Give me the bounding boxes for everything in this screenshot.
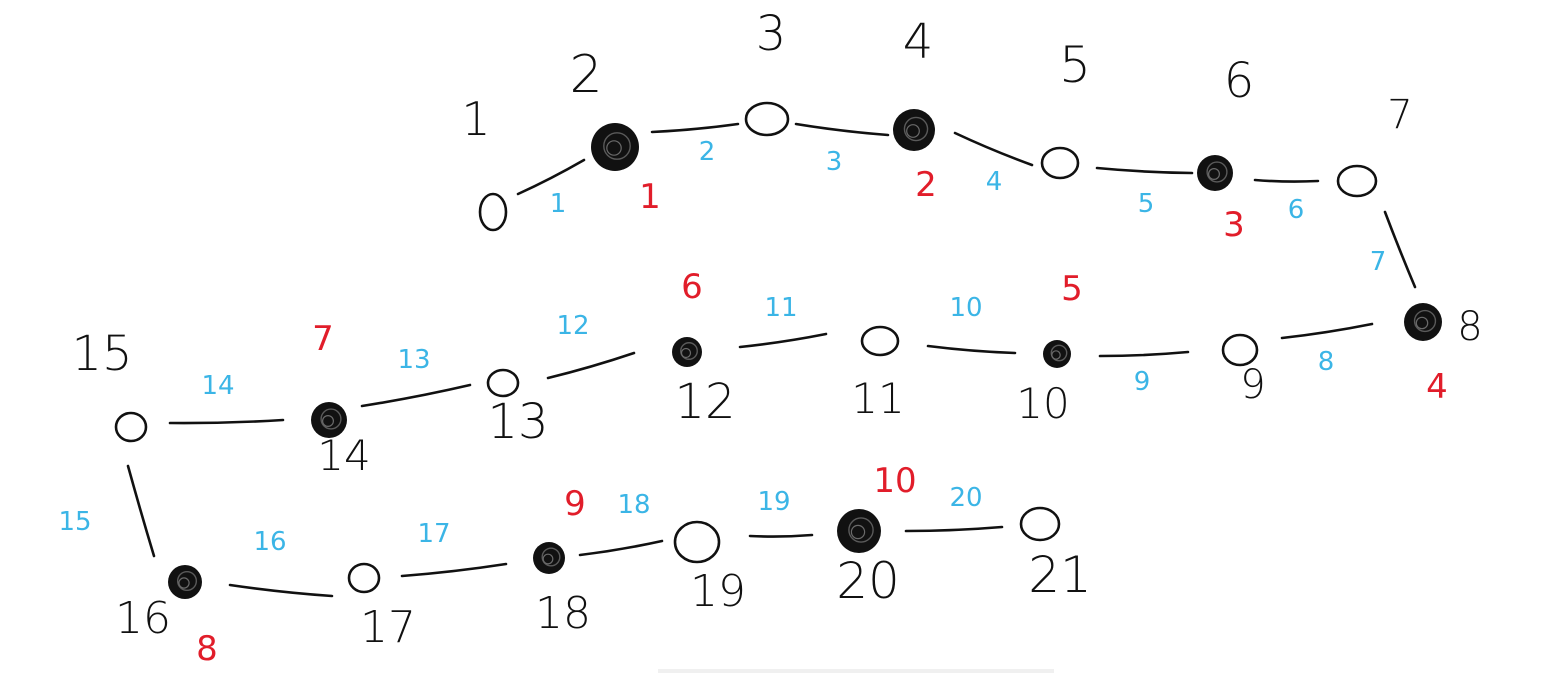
open-node-13	[486, 368, 520, 398]
node-number-20: 20	[836, 552, 900, 610]
node-number-16: 16	[115, 593, 171, 644]
edge-19-20	[748, 533, 814, 538]
node-number-2: 2	[569, 45, 602, 105]
node-number-8: 8	[1457, 304, 1482, 350]
edge-label-19: 19	[757, 487, 790, 517]
filled-count-label-5: 5	[1061, 269, 1083, 309]
open-node-21	[1019, 506, 1061, 542]
open-node-5	[1040, 146, 1080, 180]
node-number-7: 7	[1387, 92, 1412, 138]
edge-label-8: 8	[1318, 347, 1335, 377]
open-node-3	[744, 101, 790, 137]
filled-count-label-3: 3	[1223, 205, 1245, 245]
edge-7-8	[1383, 210, 1417, 289]
edge-10-11	[926, 344, 1017, 355]
node-number-17: 17	[360, 602, 416, 653]
edge-16-17	[228, 583, 334, 598]
filled-node-8	[1404, 303, 1442, 341]
node-number-21: 21	[1028, 546, 1092, 604]
edge-11-12	[738, 332, 828, 349]
filled-count-label-4: 4	[1426, 367, 1448, 407]
node-number-3: 3	[756, 6, 787, 62]
node-number-1: 1	[461, 92, 490, 146]
open-node-1	[478, 192, 508, 232]
node-number-15: 15	[71, 326, 132, 382]
filled-node-4	[893, 109, 935, 151]
node-number-18: 18	[535, 588, 591, 639]
bottom-scroll-strip	[658, 669, 1054, 673]
edge-17-18	[400, 562, 508, 578]
filled-node-20	[837, 509, 881, 553]
edge-12-13	[546, 351, 636, 380]
edge-6-7	[1253, 178, 1320, 183]
filled-node-14	[311, 402, 347, 438]
open-node-11	[860, 325, 900, 357]
node-number-9: 9	[1240, 362, 1265, 408]
edge-label-15: 15	[58, 507, 91, 537]
filled-count-label-7: 7	[312, 319, 334, 359]
open-node-17	[347, 562, 381, 594]
edge-label-10: 10	[949, 293, 982, 323]
filled-count-label-8: 8	[196, 629, 218, 669]
edge-label-17: 17	[417, 519, 450, 549]
node-number-4: 4	[903, 14, 934, 70]
edge-2-3	[650, 122, 740, 134]
edge-label-20: 20	[949, 483, 982, 513]
edge-8-9	[1280, 322, 1374, 340]
edge-label-1: 1	[550, 189, 567, 219]
edge-label-5: 5	[1138, 189, 1155, 219]
open-node-19	[673, 520, 721, 564]
node-number-13: 13	[487, 394, 548, 450]
node-number-12: 12	[674, 374, 735, 430]
edge-label-2: 2	[699, 137, 716, 167]
node-number-10: 10	[1016, 379, 1069, 428]
edge-label-13: 13	[397, 345, 430, 375]
edge-label-4: 4	[986, 167, 1003, 197]
filled-node-2	[591, 123, 639, 171]
edge-label-7: 7	[1370, 247, 1387, 277]
edge-18-19	[578, 539, 664, 557]
edge-label-18: 18	[617, 490, 650, 520]
filled-node-10	[1043, 340, 1071, 368]
filled-count-label-9: 9	[564, 484, 586, 524]
open-node-15	[114, 411, 148, 443]
edge-label-11: 11	[764, 293, 797, 323]
edge-label-16: 16	[253, 527, 286, 557]
nodes-layer	[114, 101, 1442, 599]
node-number-14: 14	[317, 431, 370, 480]
edge-15-16	[126, 464, 156, 558]
filled-node-6	[1197, 155, 1233, 191]
edge-9-10	[1098, 350, 1190, 358]
node-number-19: 19	[690, 566, 746, 617]
edge-label-14: 14	[201, 371, 234, 401]
edge-4-5	[953, 131, 1034, 167]
edge-13-14	[360, 383, 472, 408]
open-node-7	[1336, 164, 1378, 198]
edge-5-6	[1095, 166, 1194, 175]
edge-label-6: 6	[1288, 195, 1305, 225]
edge-label-3: 3	[826, 147, 843, 177]
filled-count-label-1: 1	[639, 177, 661, 217]
edge-1-2	[516, 158, 586, 196]
edge-label-12: 12	[556, 311, 589, 341]
edge-20-21	[904, 525, 1004, 533]
edge-3-4	[794, 122, 890, 137]
filled-node-18	[533, 542, 565, 574]
open-node-9	[1221, 333, 1259, 367]
filled-node-16	[168, 565, 202, 599]
edges-layer	[126, 122, 1417, 598]
edge-14-15	[168, 418, 285, 425]
filled-count-label-10: 10	[873, 461, 916, 501]
node-number-6: 6	[1224, 53, 1255, 109]
node-number-11: 11	[851, 374, 904, 423]
filled-count-label-2: 2	[915, 165, 937, 205]
node-number-5: 5	[1059, 36, 1091, 94]
edge-label-9: 9	[1134, 367, 1151, 397]
filled-node-12	[672, 337, 702, 367]
filled-count-label-6: 6	[681, 267, 703, 307]
